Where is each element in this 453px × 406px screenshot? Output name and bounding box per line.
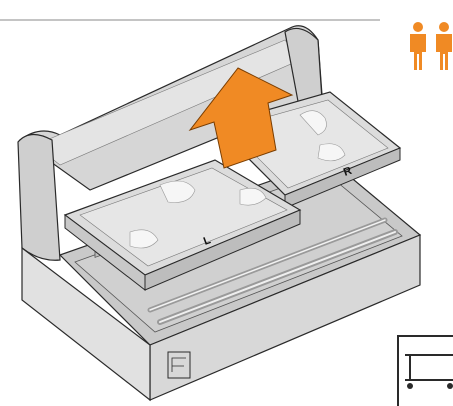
- two-person-lift-icon: [410, 22, 452, 70]
- printer-stand-icon: [398, 336, 453, 406]
